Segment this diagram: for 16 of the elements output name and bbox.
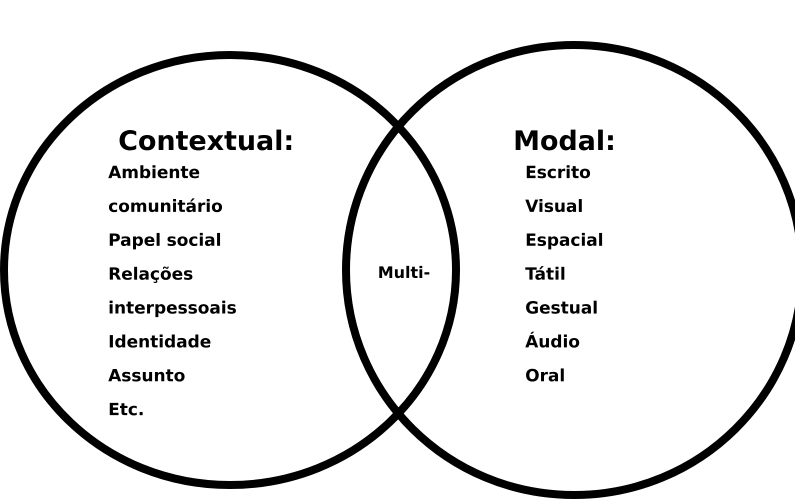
list-item: Gestual [526,300,597,314]
list-item: Escrito [526,165,590,178]
list-item: Espacial [526,232,602,250]
list-item: Ambiente comunitário [108,165,222,212]
list-item: Assunto [108,368,185,382]
heading: Contextual: [120,130,292,150]
heading: Modal: [516,130,613,150]
list-item: Etc. [110,402,143,416]
list-item: Oral [526,368,564,382]
overlap-label: Multi- [379,266,430,278]
list-item: Tátil [525,266,564,280]
list-item: Áudio [525,332,580,348]
list-item: Identidade [110,334,210,348]
list-item: Visual [525,199,582,212]
list-item: Papel social [110,232,220,250]
list-item: Relações interpessoais [110,266,236,318]
